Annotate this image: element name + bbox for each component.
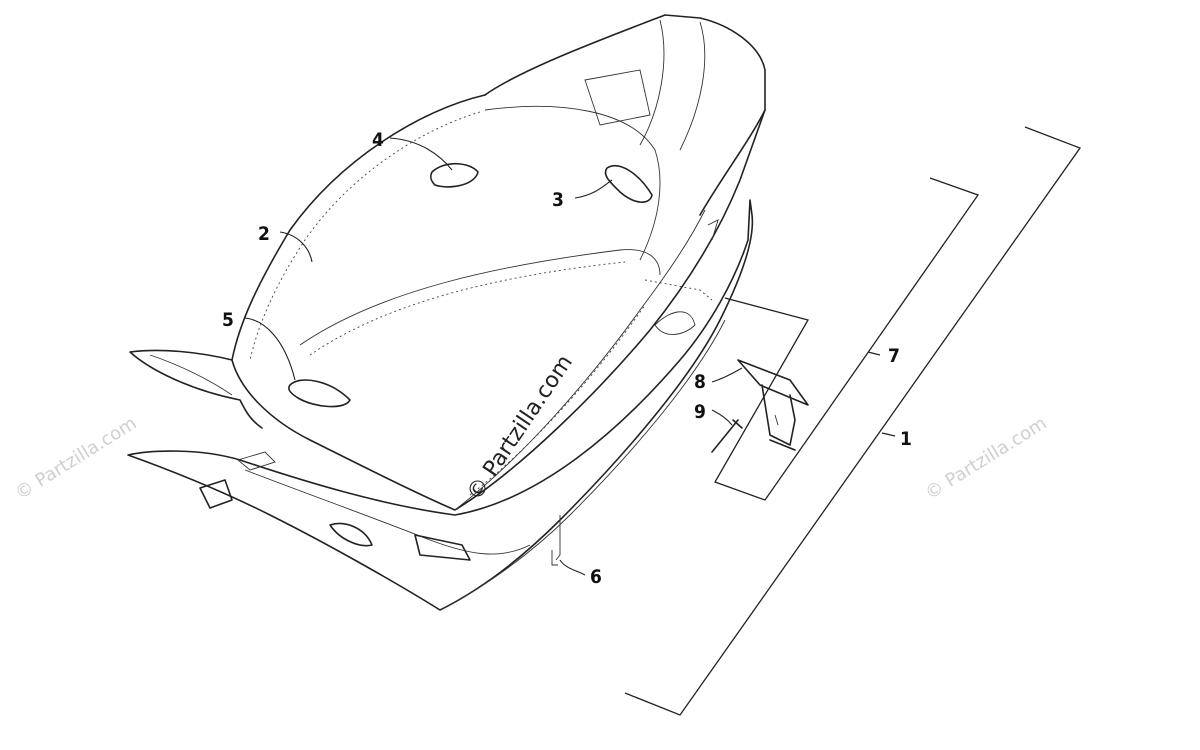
bracket-8-hole: [774, 414, 779, 426]
bracket-line-7-leader: [867, 351, 881, 356]
callout-label-3: 3: [552, 189, 564, 211]
foam-pad-4: [429, 162, 479, 188]
leader-9: [711, 409, 733, 426]
leader-4: [389, 137, 453, 171]
seat-cushion-stitch: [249, 111, 481, 361]
seat-base-hidden-line: [644, 279, 713, 301]
seat-front-tip: [129, 349, 263, 429]
bracket-line-1: [624, 126, 1082, 716]
leader-6: [559, 559, 586, 576]
seat-base-hinge-slot: [707, 219, 719, 241]
leader-3: [574, 179, 613, 199]
callout-label-4: 4: [372, 129, 384, 151]
leader-5: [244, 317, 296, 381]
callout-label-5: 5: [222, 309, 234, 331]
seat-cushion-seam: [299, 249, 661, 346]
seat-rear-hump: [484, 14, 766, 216]
watermark-right: © Partzilla.com: [922, 413, 1051, 504]
bracket-8-leg: [761, 384, 796, 446]
bracket-line-7: [714, 177, 980, 501]
seat-cushion-outline: [231, 94, 766, 511]
seat-base-grip-left: [329, 522, 373, 547]
bracket-8: [737, 359, 809, 406]
seat-cushion-seam-stitch: [309, 261, 626, 356]
seat-logo-area: [584, 69, 651, 126]
callout-label-6: 6: [590, 566, 602, 588]
leader-2: [279, 231, 313, 263]
bracket-line-1-leader: [881, 432, 896, 437]
leaders: [244, 126, 1082, 716]
fastener-9: [711, 419, 743, 453]
seat-side-edge: [454, 209, 706, 511]
callout-label-8: 8: [694, 371, 706, 393]
bracket-8-foot: [769, 439, 796, 451]
seat-base-grip-right: [414, 534, 471, 561]
seat-drawing: [127, 14, 809, 611]
seat-base-side-recess: [654, 311, 696, 335]
seat-rear-hump-seam: [639, 19, 665, 146]
seat-base-latch-left: [199, 479, 233, 509]
callout-label-2: 2: [258, 223, 270, 245]
watermark-center: © Partzilla.com: [462, 351, 578, 506]
seat-base-outline: [127, 199, 754, 611]
seat-front-tip-inner: [149, 354, 233, 396]
seat-cushion-top-line: [484, 105, 661, 261]
callout-label-7: 7: [888, 345, 900, 367]
foam-pad-5: [288, 379, 351, 408]
leader-8: [711, 367, 743, 383]
watermark-left: © Partzilla.com: [12, 413, 141, 504]
foam-pad-3: [604, 165, 653, 203]
callout-label-1: 1: [900, 428, 912, 450]
callout-label-9: 9: [694, 401, 706, 423]
seat-side-stitch: [469, 304, 646, 496]
seat-base-rim: [439, 319, 726, 611]
seat-rear-hump-seam-2: [679, 21, 706, 151]
seat-base-tab: [237, 451, 276, 471]
clip-6: [551, 515, 561, 566]
